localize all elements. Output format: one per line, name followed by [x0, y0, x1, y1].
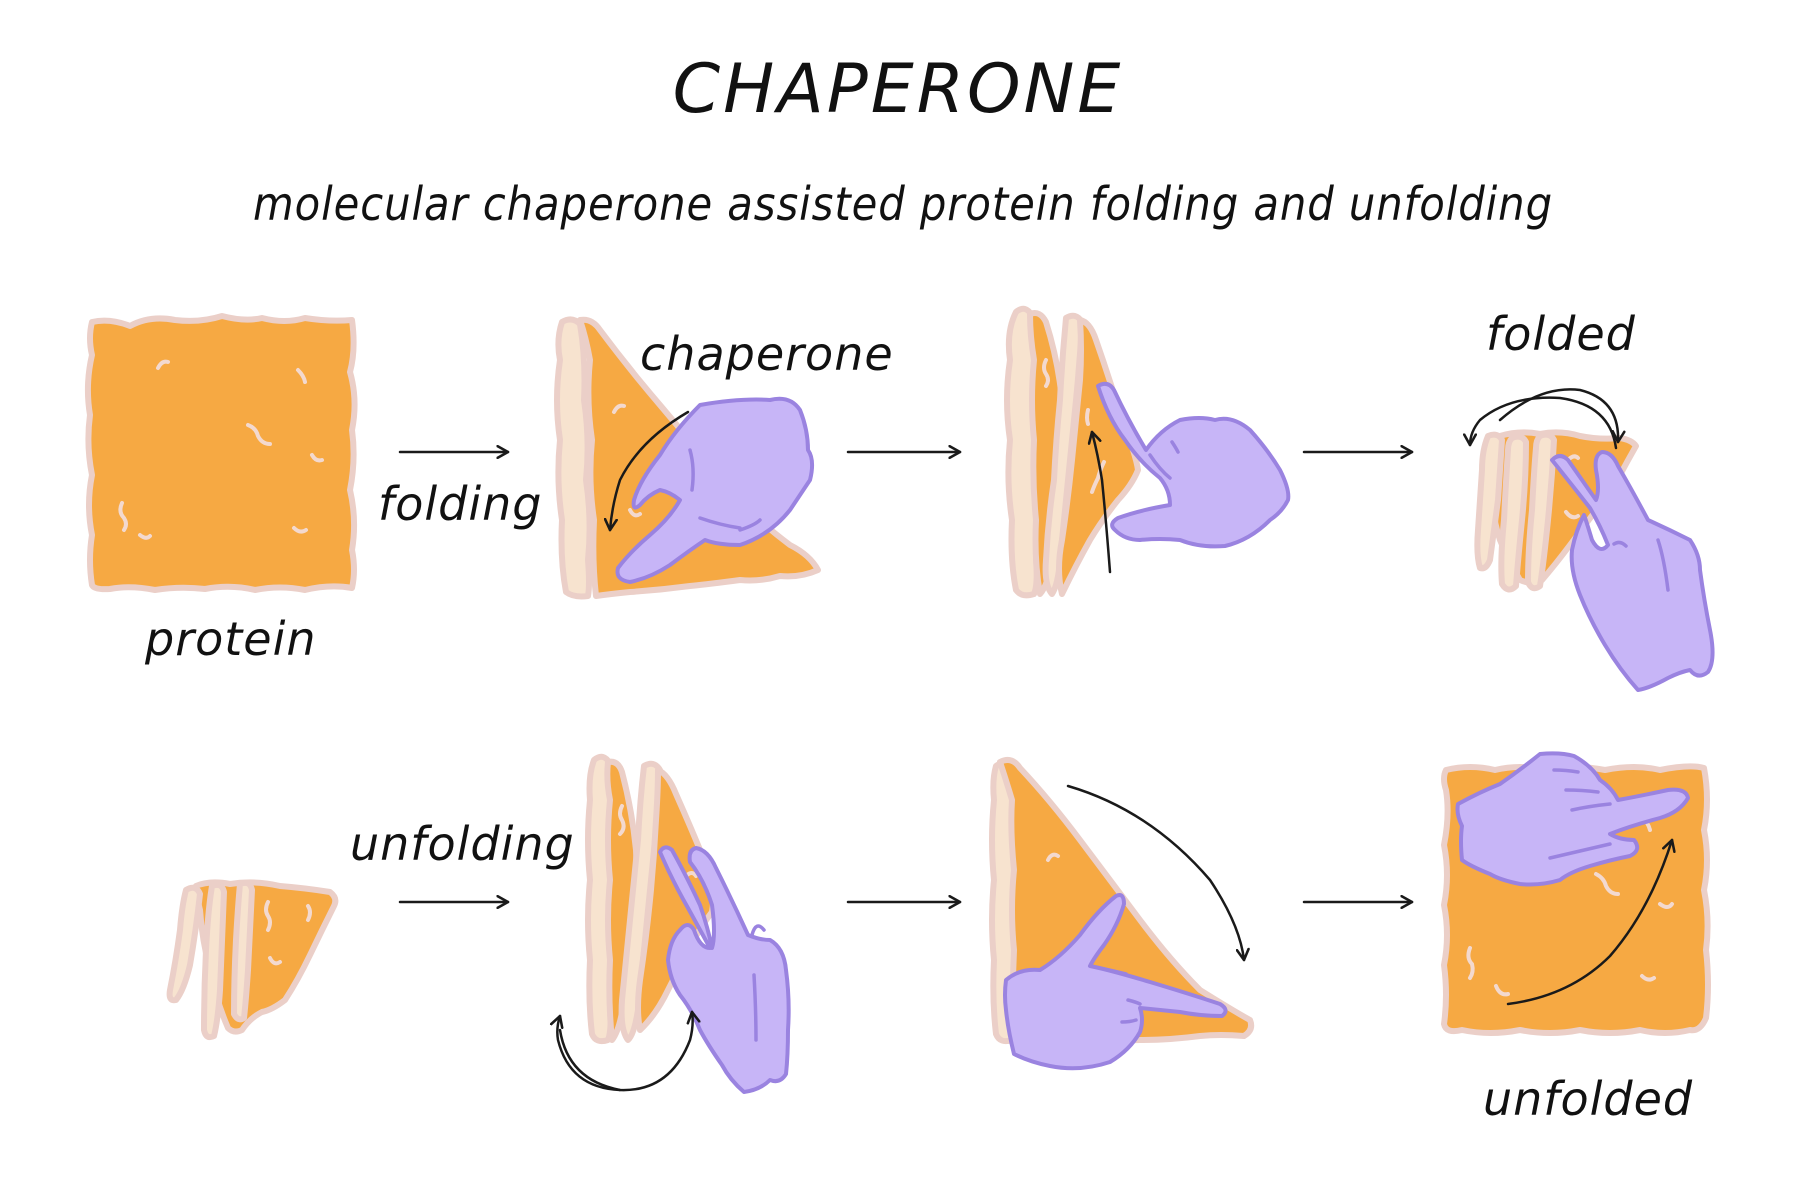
hand-folding-sheet-icon — [1004, 305, 1291, 599]
hand-unfolding-sheet-icon — [557, 753, 791, 1094]
hand-unfolding-sheet-icon — [989, 757, 1255, 1071]
label-folding: folding — [378, 477, 542, 531]
hand-folding-sheet-icon — [554, 316, 821, 600]
label-folded: folded — [1486, 307, 1636, 361]
unfolded-protein-sheet-icon — [84, 313, 358, 593]
folded-protein-with-hand-icon — [1470, 388, 1715, 692]
label-unfolding: unfolding — [350, 817, 575, 871]
label-protein: protein — [144, 612, 317, 666]
folded-protein-icon — [166, 879, 339, 1041]
label-chaperone: chaperone — [640, 327, 894, 381]
label-unfolded: unfolded — [1483, 1072, 1693, 1126]
unfolded-protein-with-hand-icon — [1441, 751, 1711, 1036]
page-title: CHAPERONE — [673, 50, 1124, 129]
page-subtitle: molecular chaperone assisted protein fol… — [253, 177, 1553, 231]
